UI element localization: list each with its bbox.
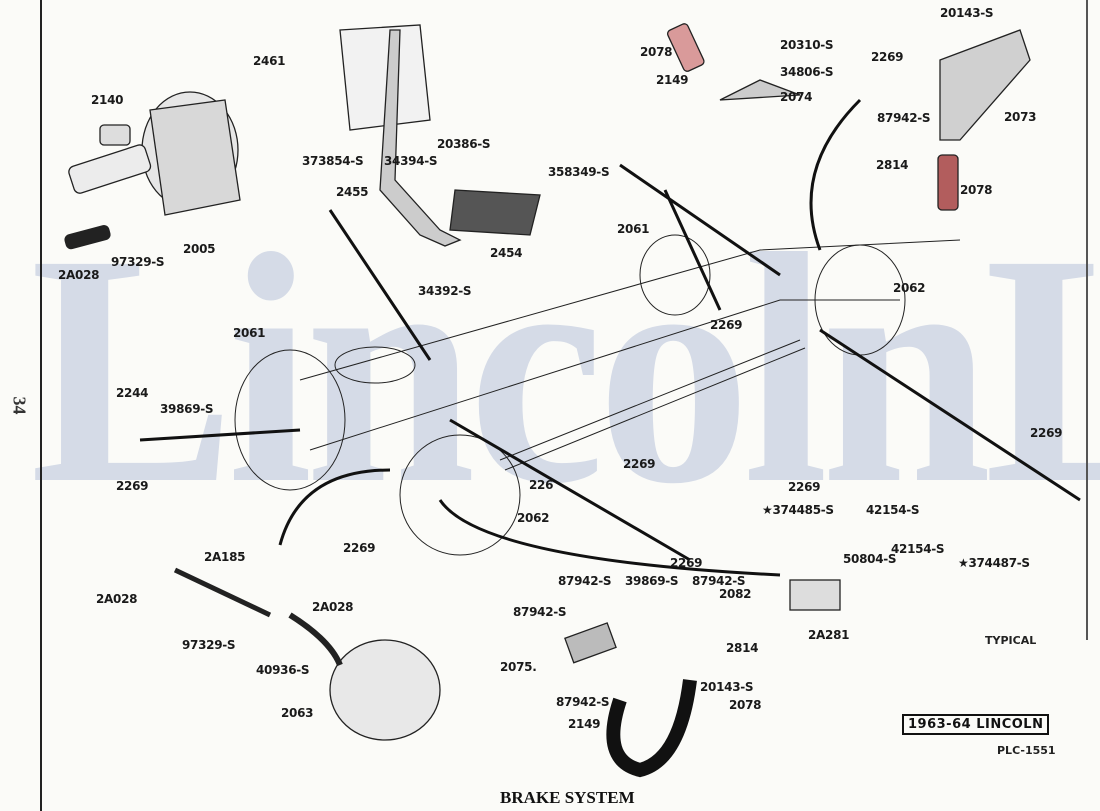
rear-hose-bracket-illustration [666, 23, 1031, 211]
typical-note: TYPICAL [985, 634, 1037, 647]
part-label-373854-S: 373854-S [302, 154, 364, 168]
part-label-2269-d: 2269 [623, 457, 656, 471]
part-label-374487-S: ★374487-S [958, 556, 1030, 570]
plate-number: PLC-1551 [997, 744, 1056, 757]
part-label-2140: 2140 [91, 93, 124, 107]
part-label-2A028-b: 2A028 [96, 592, 138, 606]
part-label-2244: 2244 [116, 386, 149, 400]
part-label-20310-S: 20310-S [780, 38, 834, 52]
part-label-2078-c: 2078 [729, 698, 762, 712]
part-label-2269-b: 2269 [710, 318, 743, 332]
part-label-2005: 2005 [183, 242, 216, 256]
part-label-2062-a: 2062 [893, 281, 926, 295]
part-label-2269-h: 2269 [670, 556, 703, 570]
part-label-2063: 2063 [281, 706, 314, 720]
leader-arrows [139, 98, 1081, 577]
part-label-2A281: 2A281 [808, 628, 850, 642]
brake-booster-illustration [64, 91, 241, 250]
part-label-2073: 2073 [1004, 110, 1037, 124]
part-label-20386-S: 20386-S [437, 137, 491, 151]
part-label-20143-S-b: 20143-S [700, 680, 754, 694]
part-label-34806-S: 34806-S [780, 65, 834, 79]
part-label-2149-b: 2149 [568, 717, 601, 731]
page-title: BRAKE SYSTEM [500, 788, 635, 807]
part-label-87942-S-d: 87942-S [513, 605, 567, 619]
part-label-50804-S: 50804-S [843, 552, 897, 566]
part-label-2149-a: 2149 [656, 73, 689, 87]
part-label-87942-S-c: 87942-S [692, 574, 746, 588]
part-label-2814-b: 2814 [726, 641, 759, 655]
part-label-226: 226 [529, 478, 554, 492]
part-label-2075: 2075. [500, 660, 537, 674]
part-label-2455: 2455 [336, 185, 369, 199]
part-label-42154-S-a: 42154-S [866, 503, 920, 517]
part-label-39869-S-a: 39869-S [160, 402, 214, 416]
part-label-2061-a: 2061 [617, 222, 650, 236]
part-label-42154-S-b: 42154-S [891, 542, 945, 556]
part-label-2A028-a: 2A028 [58, 268, 100, 282]
left-border-rule [40, 0, 42, 811]
part-label-87942-S-a: 87942-S [877, 111, 931, 125]
chassis-illustration [234, 234, 961, 556]
part-label-87942-S-e: 87942-S [556, 695, 610, 709]
part-label-97329-S-b: 97329-S [182, 638, 236, 652]
part-label-87942-S-b: 87942-S [558, 574, 612, 588]
watermark: LincolnLand,Inc. [30, 187, 1100, 552]
brake-pedal-illustration [339, 24, 541, 247]
part-label-2A185: 2A185 [204, 550, 246, 564]
part-label-40936-S: 40936-S [256, 663, 310, 677]
front-hose-assembly-illustration [564, 579, 841, 778]
part-label-2062-b: 2062 [517, 511, 550, 525]
part-label-2078-a: 2078 [640, 45, 673, 59]
part-label-39869-S-b: 39869-S [625, 574, 679, 588]
part-label-2269-g: 2269 [1030, 426, 1063, 440]
part-label-2082: 2082 [719, 587, 752, 601]
part-label-2269-e: 2269 [343, 541, 376, 555]
part-label-2454: 2454 [490, 246, 523, 260]
part-label-2269-f: 2269 [788, 480, 821, 494]
model-badge: 1963-64 LINCOLN [902, 714, 1050, 735]
part-label-34392-S: 34392-S [418, 284, 472, 298]
part-label-97329-S-a: 97329-S [111, 255, 165, 269]
part-label-374485-S: ★374485-S [762, 503, 834, 517]
right-border-rule [1086, 0, 1088, 640]
part-label-2078-b: 2078 [960, 183, 993, 197]
part-label-2461: 2461 [253, 54, 286, 68]
part-label-2074: 2074 [780, 90, 813, 104]
part-label-20143-S-a: 20143-S [940, 6, 994, 20]
part-label-2269-a: 2269 [871, 50, 904, 64]
part-label-34394-S-a: 34394-S [384, 154, 438, 168]
part-label-2814-a: 2814 [876, 158, 909, 172]
part-label-358349-S: 358349-S [548, 165, 610, 179]
part-label-2061-b: 2061 [233, 326, 266, 340]
part-label-2269-c: 2269 [116, 479, 149, 493]
part-label-2A028-c: 2A028 [312, 600, 354, 614]
vacuum-reservoir-illustration [173, 567, 441, 741]
